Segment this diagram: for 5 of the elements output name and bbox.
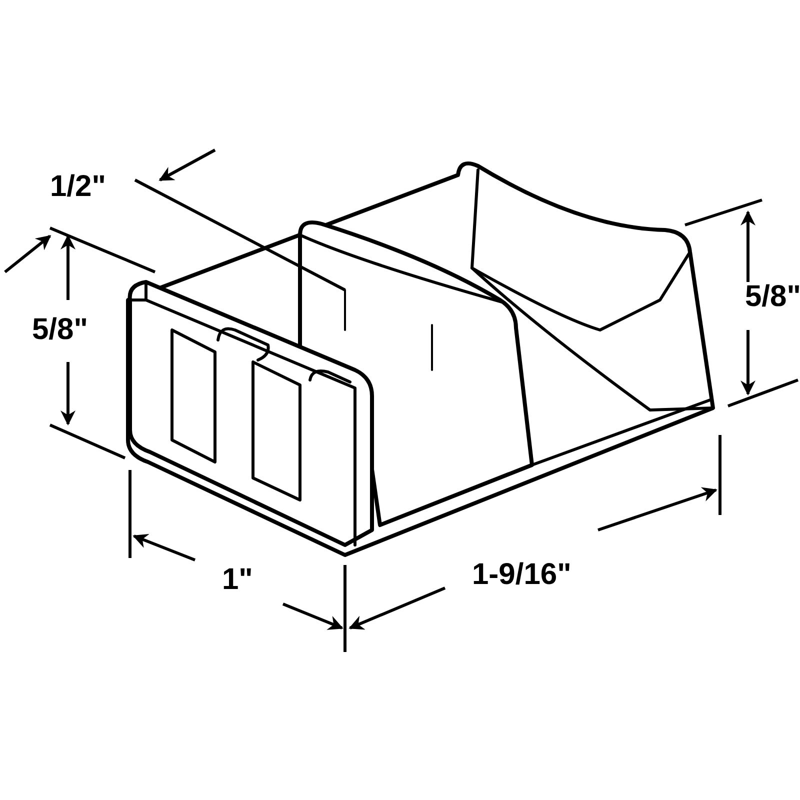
dimension-label: 1" [222, 565, 253, 595]
dimension-label: 1/2" [50, 172, 106, 202]
dimension-label: 5/8" [32, 315, 88, 345]
dimension-label: 5/8" [745, 282, 800, 312]
dimension-label: 1-9/16" [472, 560, 572, 590]
